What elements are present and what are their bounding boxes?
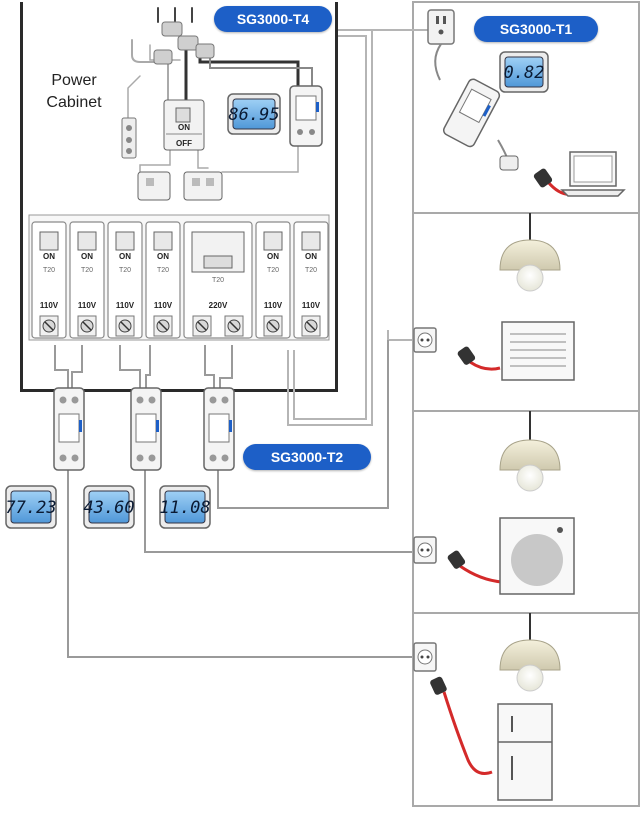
power-plug-icon <box>447 550 503 584</box>
breakers: ON T20 110V ON T20 110V ON T20 110V ON T20 110V T20 2… <box>31 221 329 339</box>
breaker-1: ON T20 110V <box>31 221 67 339</box>
breaker-rating-label: T20 <box>43 267 55 274</box>
washing-machine-icon <box>499 517 575 595</box>
branch-meter-1 <box>53 387 85 471</box>
refrigerator-icon <box>497 703 553 801</box>
power-plug-icon <box>430 676 493 775</box>
power-plug-icon <box>457 346 501 371</box>
feed-wires <box>287 29 430 426</box>
t1-meter-reading: 0.82 <box>504 63 545 83</box>
breaker-2: ON T20 110V <box>69 221 105 339</box>
breaker-7: ON T20 110V <box>293 221 329 339</box>
t4-meter-reading: 86.95 <box>228 105 279 125</box>
main-switch-off-label: OFF <box>176 139 192 148</box>
branch-meter-2 <box>130 387 162 471</box>
ceiling-lamp-icon <box>499 411 561 492</box>
wall-outlet-icon <box>413 642 437 672</box>
breaker-voltage-label: 110V <box>302 301 321 310</box>
breaker-voltage-label: 110V <box>40 301 59 310</box>
breaker-on-label: ON <box>81 252 93 261</box>
plug-meter-icon <box>434 43 519 171</box>
ceiling-lamp-icon <box>499 213 561 292</box>
connector-blocks <box>137 171 223 201</box>
breaker-voltage-label: 110V <box>154 301 173 310</box>
breaker-5: T20 220V <box>183 221 253 339</box>
breaker-rating-label: T20 <box>119 267 131 274</box>
branch-reading-3: 11.08 <box>159 498 210 518</box>
t4-meter-display: 86.95 <box>227 93 281 135</box>
laptop-icon <box>560 151 626 197</box>
air-conditioner-icon <box>501 321 575 381</box>
branch-wires <box>54 340 412 658</box>
branch-reading-1: 77.23 <box>5 498 56 518</box>
terminal-module-icon <box>121 117 137 159</box>
breaker-rating-label: T20 <box>157 267 169 274</box>
breaker-on-label: ON <box>157 252 169 261</box>
t2-badge: SG3000-T2 <box>243 444 371 470</box>
branch-reading-2: 43.60 <box>83 498 134 518</box>
breaker-on-label: ON <box>119 252 131 261</box>
branch-display-3: 11.08 <box>159 485 211 529</box>
cabinet-label: Power Cabinet <box>30 70 118 114</box>
t4-badge: SG3000-T4 <box>214 6 332 32</box>
breaker-rating-label: T20 <box>81 267 93 274</box>
branch-display-1: 77.23 <box>5 485 57 529</box>
branch-display-2: 43.60 <box>83 485 135 529</box>
breaker-on-label: ON <box>305 252 317 261</box>
cabinet-label-line2: Cabinet <box>46 94 102 111</box>
breaker-rating-label: T20 <box>212 277 224 284</box>
breaker-voltage-label: 110V <box>264 301 283 310</box>
t1-badge: SG3000-T1 <box>474 16 598 42</box>
breaker-on-label: ON <box>267 252 279 261</box>
main-switch-on-label: ON <box>178 123 190 132</box>
branch-meter-3 <box>203 387 235 471</box>
t1-meter-display: 0.82 <box>499 51 549 93</box>
breaker-6: ON T20 110V <box>255 221 291 339</box>
breaker-rating-label: T20 <box>305 267 317 274</box>
wall-outlet-icon <box>413 327 437 353</box>
breaker-rating-label: T20 <box>267 267 279 274</box>
wall-outlet-icon <box>427 9 455 45</box>
breaker-3: ON T20 110V <box>107 221 143 339</box>
breaker-4: ON T20 110V <box>145 221 181 339</box>
rooms <box>412 1 640 807</box>
current-clamp-icon <box>153 21 215 65</box>
breaker-voltage-label: 110V <box>78 301 97 310</box>
energy-meter-icon <box>289 85 323 147</box>
breaker-voltage-label: 220V <box>209 301 228 310</box>
breaker-on-label: ON <box>43 252 55 261</box>
main-switch: ON OFF <box>163 99 205 151</box>
breaker-voltage-label: 110V <box>116 301 135 310</box>
cabinet-label-line1: Power <box>51 72 97 89</box>
wall-outlet-icon <box>413 536 437 564</box>
ceiling-lamp-icon <box>499 613 561 692</box>
